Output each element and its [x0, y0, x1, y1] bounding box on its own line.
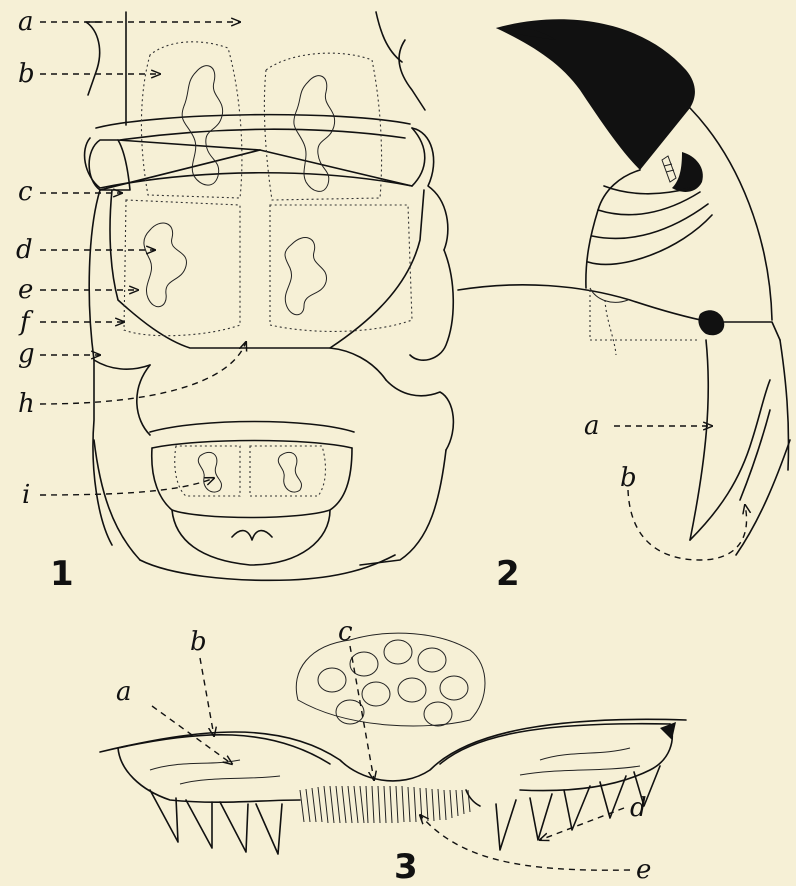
figure-2-claw [496, 19, 695, 170]
figure-1-label-d: d [16, 235, 33, 265]
figure-1-gland-i-right [250, 446, 325, 496]
figure-3-label-c: c [338, 617, 353, 647]
figure-1-body [110, 190, 424, 348]
figure-2-hook [672, 152, 703, 192]
figure-3-label-e: e [636, 855, 651, 885]
figure-1-duct-d-left [144, 223, 187, 307]
figure-1-label-i: i [22, 480, 30, 510]
figure-2-label-b: b [620, 463, 637, 493]
figure-2-leaders [614, 426, 747, 560]
figure-1-neck-left [86, 22, 100, 95]
figure-1-anal-notch [232, 531, 272, 540]
figure-2-outer-margin [690, 108, 772, 320]
figure-3-drawing [100, 633, 686, 854]
figure-1-margin-g [89, 190, 112, 545]
figure-2-lower-edge [690, 340, 708, 540]
figure-3-leaders [152, 646, 630, 870]
figure-3-label-d: d [630, 793, 647, 823]
figure-3-label-a: a [116, 677, 132, 707]
leader-3e [420, 815, 630, 870]
figure-3-number: 3 [394, 847, 418, 886]
figure-1-label-f: f [18, 307, 34, 337]
figure-3-right-lobe [520, 724, 672, 791]
figure-1-number: 1 [50, 554, 74, 594]
figure-1-duct-i-right [278, 452, 301, 492]
figure-1-label-b: b [18, 59, 35, 89]
figure-1-duct-d-right [285, 238, 327, 315]
figure-1-gland-f-left [124, 200, 240, 336]
figure-1-label-e: e [18, 275, 33, 305]
leader-3d [540, 808, 624, 840]
figure-1-abdomen-top [150, 422, 354, 433]
leader-1i [40, 478, 214, 495]
figure-2-label-a: a [584, 411, 600, 441]
leader-2b [628, 490, 747, 560]
figure-1-label-g: g [18, 339, 35, 369]
figure-3-cuticle [100, 719, 686, 781]
figure-1-right-outline [412, 128, 448, 250]
figure-2-number: 2 [496, 554, 520, 594]
figure-1-drawing [85, 12, 454, 580]
figure-3-cell-mass [296, 633, 485, 726]
figure-1-duct-i-left [198, 452, 221, 492]
figure-1-label-c: c [18, 177, 33, 207]
figure-2-joint [698, 310, 724, 335]
leader-1h [40, 342, 246, 404]
figure-1-upper-band [96, 115, 410, 128]
figure-1-label-h: h [18, 389, 35, 419]
figure-1-label-a: a [18, 7, 34, 37]
figure-3-label-b: b [190, 627, 207, 657]
figure-3-bristle-comb [300, 786, 470, 823]
leader-3b [200, 658, 214, 736]
figure-1-neck-right [399, 40, 425, 110]
figure-1-gland-i-left [175, 446, 240, 496]
leader-3c [350, 646, 374, 780]
figure-3-left-lobe [118, 748, 300, 802]
